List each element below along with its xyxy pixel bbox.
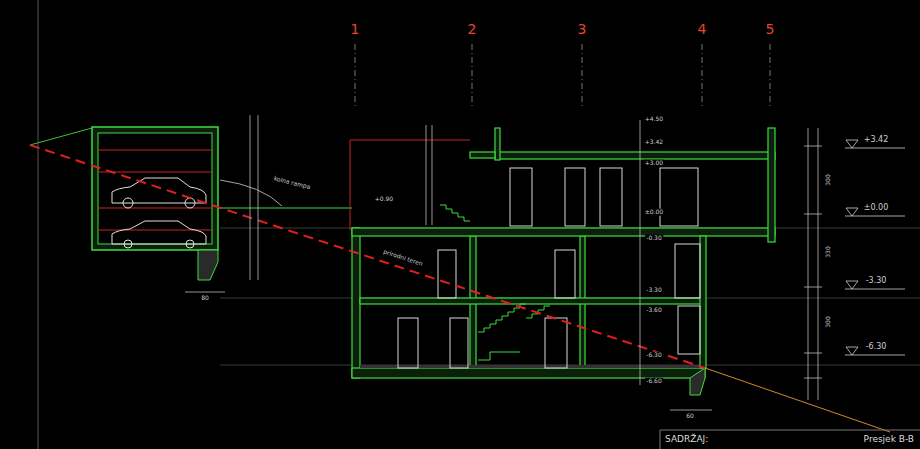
drawing-label: -6.60 [645,378,663,385]
grid-number: 5 [765,22,776,37]
drawing-label: -6.30 [645,352,663,359]
frame-line [38,0,39,449]
terrain-line [30,128,92,145]
openings [398,168,700,368]
drawing-label: -6.30 [865,343,888,352]
sheet-title: Presjek B-B [864,435,914,445]
natural-terrain [30,145,705,368]
drawing-label: 300 [825,315,832,328]
grid-number: 2 [467,22,478,37]
drawing-label: +3.00 [644,160,664,167]
building-walls [352,128,775,378]
drawing-label: +3.42 [863,136,890,145]
grid-number: 3 [577,22,588,37]
drawing-label: +4.50 [644,116,664,123]
garage [92,127,352,280]
drawing-label: 300 [825,173,832,186]
level-lines [220,228,920,365]
title-block-frame [660,430,920,449]
grid-number: 1 [350,22,361,37]
drawing-label: ±0.00 [644,209,664,216]
drawing-label: +0.90 [374,196,394,203]
drawing-label: prirodni teren [382,248,425,268]
drawing-label: -3.60 [645,307,663,314]
level-marks [845,140,905,355]
drawing-label: -3.30 [865,277,888,286]
footing [690,368,705,395]
title-block: SADRŽAJ: Presjek B-B [661,431,920,449]
terrain-continuation [705,368,890,432]
drawing-label: 80 [200,295,210,302]
drawing-label: 330 [825,245,832,258]
dimension-lines [185,115,822,410]
drawing-label: ±0.00 [863,204,890,213]
drawing-label: 60 [685,413,695,420]
title-heading: SADRŽAJ: [665,435,708,445]
grid-axes [355,44,770,108]
drawing-label: -0.30 [645,235,663,242]
grid-number: 4 [697,22,708,37]
drawing-label: -3.30 [645,287,663,294]
drawing-label: kolna rampa [272,175,312,191]
drawing-label: +3.42 [644,139,664,146]
entrance-outline [350,140,470,230]
